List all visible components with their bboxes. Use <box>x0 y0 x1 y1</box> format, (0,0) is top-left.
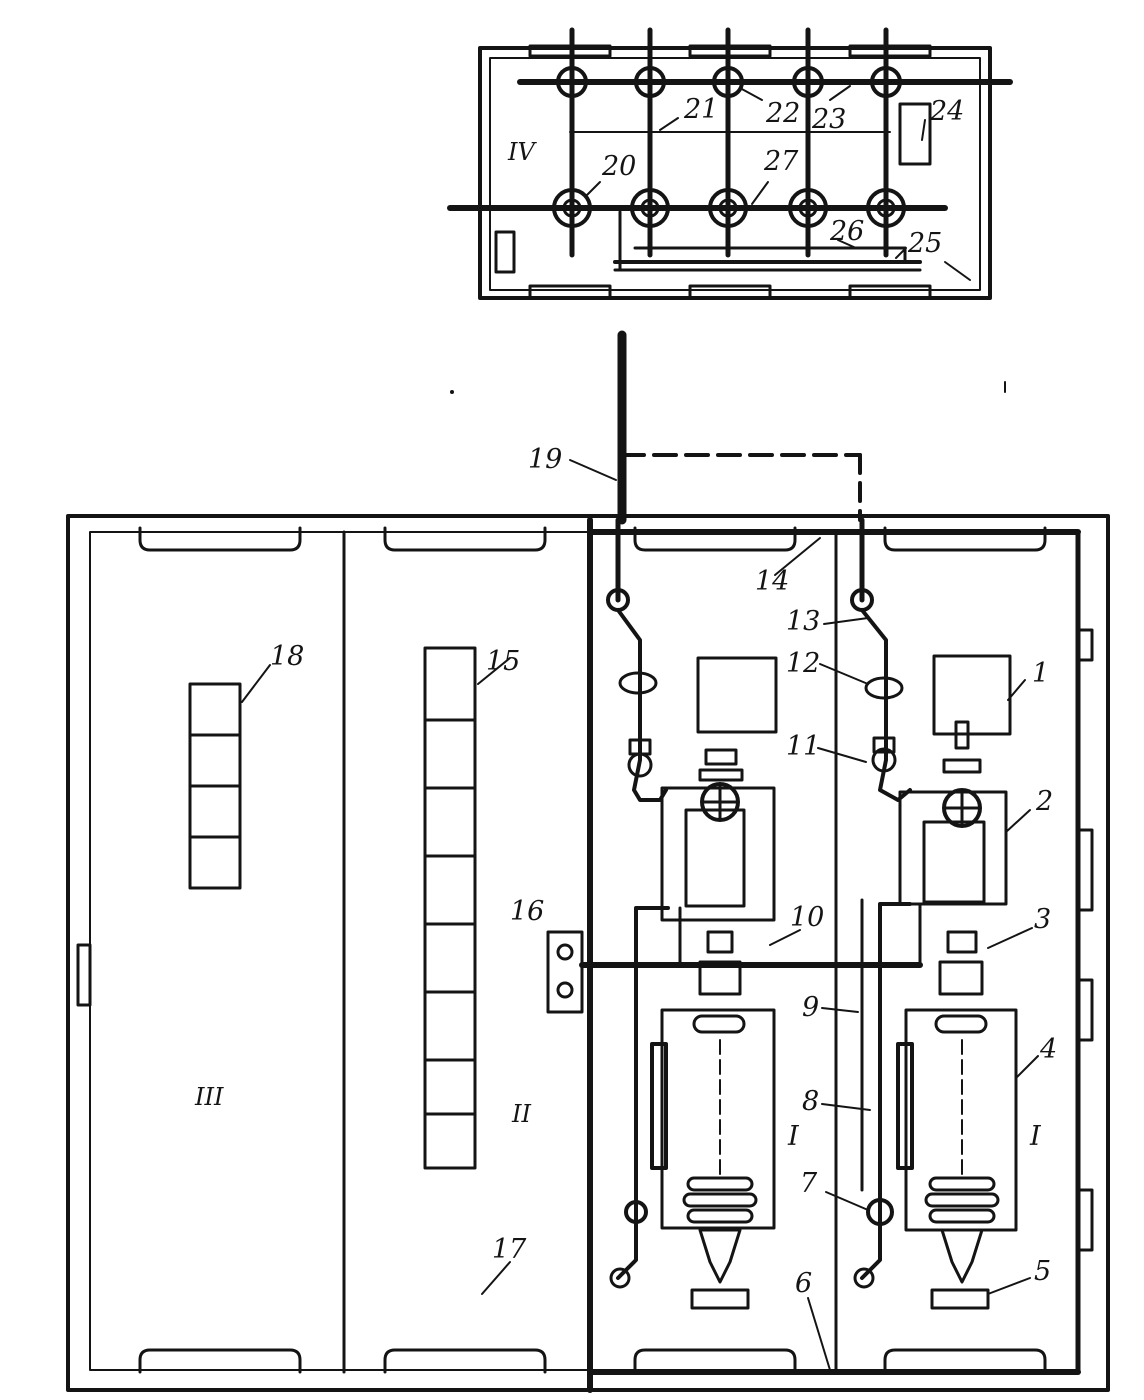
callout-4: 4 <box>1039 1034 1057 1065</box>
room-label-i-right: I <box>1029 1121 1042 1152</box>
callout-27: 27 <box>763 146 799 177</box>
unit-right <box>850 517 1018 1310</box>
callout-19: 19 <box>528 444 562 475</box>
callout-15: 15 <box>486 646 520 677</box>
callout-7: 7 <box>800 1168 818 1199</box>
room-label-i-left: I <box>787 1121 800 1152</box>
callout-24: 24 <box>929 96 964 127</box>
callout-18: 18 <box>270 641 304 672</box>
callout-9: 9 <box>802 992 819 1023</box>
rack-18 <box>188 682 242 890</box>
room-label-ii: II <box>511 1100 531 1128</box>
callout-10: 10 <box>790 902 824 933</box>
incoming-pipe-19: 19 <box>528 330 862 525</box>
valve-row-top <box>556 66 902 98</box>
gauge-panel-16 <box>546 930 584 1014</box>
callout-3: 3 <box>1034 904 1051 935</box>
callout-8: 8 <box>802 1086 819 1117</box>
callout-20: 20 <box>601 151 636 182</box>
callout-14: 14 <box>755 566 789 597</box>
main-building: 18 III 15 II 17 16 10 <box>66 514 1110 1393</box>
room-label-iv: IV <box>507 138 537 166</box>
callout-2: 2 <box>1035 786 1053 817</box>
callout-1: 1 <box>1032 658 1049 689</box>
callout-25: 25 <box>907 228 942 259</box>
callout-13: 13 <box>786 606 820 637</box>
callout-11: 11 <box>786 731 820 762</box>
callout-6: 6 <box>795 1268 812 1299</box>
building-iv: IV 20 21 22 23 24 27 26 25 <box>447 27 1013 300</box>
callout-16: 16 <box>510 896 544 927</box>
callout-21: 21 <box>683 94 718 125</box>
panel-board-15 <box>423 646 477 1170</box>
room-label-iii: III <box>194 1083 224 1111</box>
callout-17: 17 <box>492 1234 527 1265</box>
valve-row-bottom <box>552 188 906 228</box>
callout-5: 5 <box>1034 1256 1051 1287</box>
unit-left <box>606 517 778 1310</box>
callout-22: 22 <box>765 98 800 129</box>
callout-23: 23 <box>811 104 846 135</box>
callout-12: 12 <box>786 648 820 679</box>
callout-26: 26 <box>829 216 864 247</box>
